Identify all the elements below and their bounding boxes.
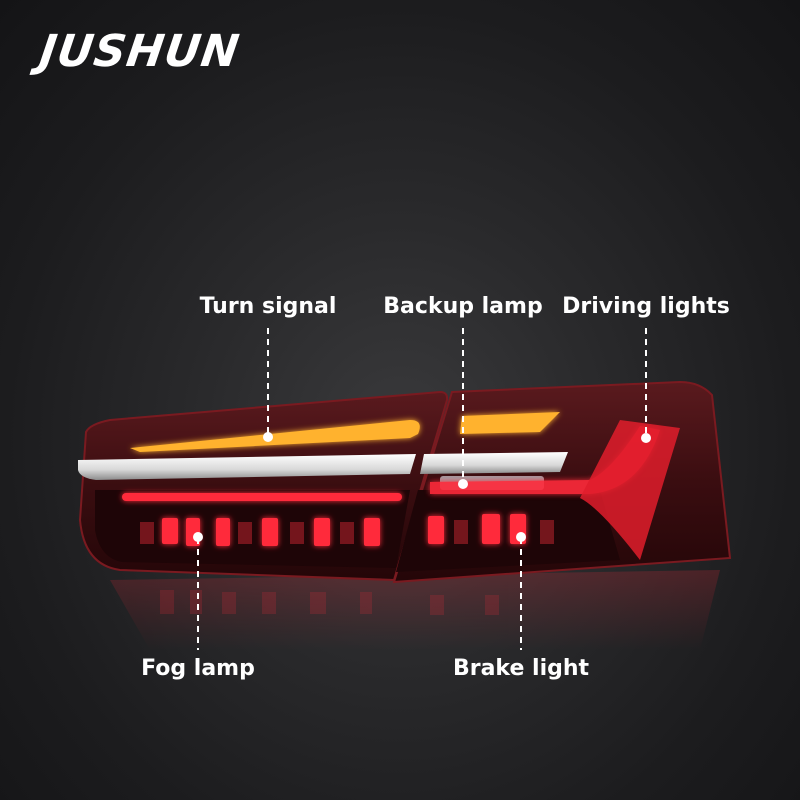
brake-light-marker — [516, 532, 526, 542]
turn-signal-label: Turn signal — [199, 294, 337, 319]
driving-lights-marker — [641, 433, 651, 443]
chrome-strip-right — [420, 452, 568, 474]
fog-lamp-label: Fog lamp — [141, 656, 255, 681]
turn-signal-light — [130, 420, 420, 452]
brake-light-label: Brake light — [452, 656, 590, 681]
driving-light-area — [580, 420, 680, 560]
floor-reflection — [110, 570, 720, 650]
fog-lamp-marker — [193, 532, 203, 542]
backup-lamp-label: Backup lamp — [383, 294, 543, 319]
turn-signal-marker — [263, 432, 273, 442]
backup-lamp-marker — [458, 479, 468, 489]
chrome-strip-left — [78, 454, 416, 480]
turn-signal-light-right — [460, 412, 560, 434]
driving-lights-label: Driving lights — [562, 294, 730, 319]
